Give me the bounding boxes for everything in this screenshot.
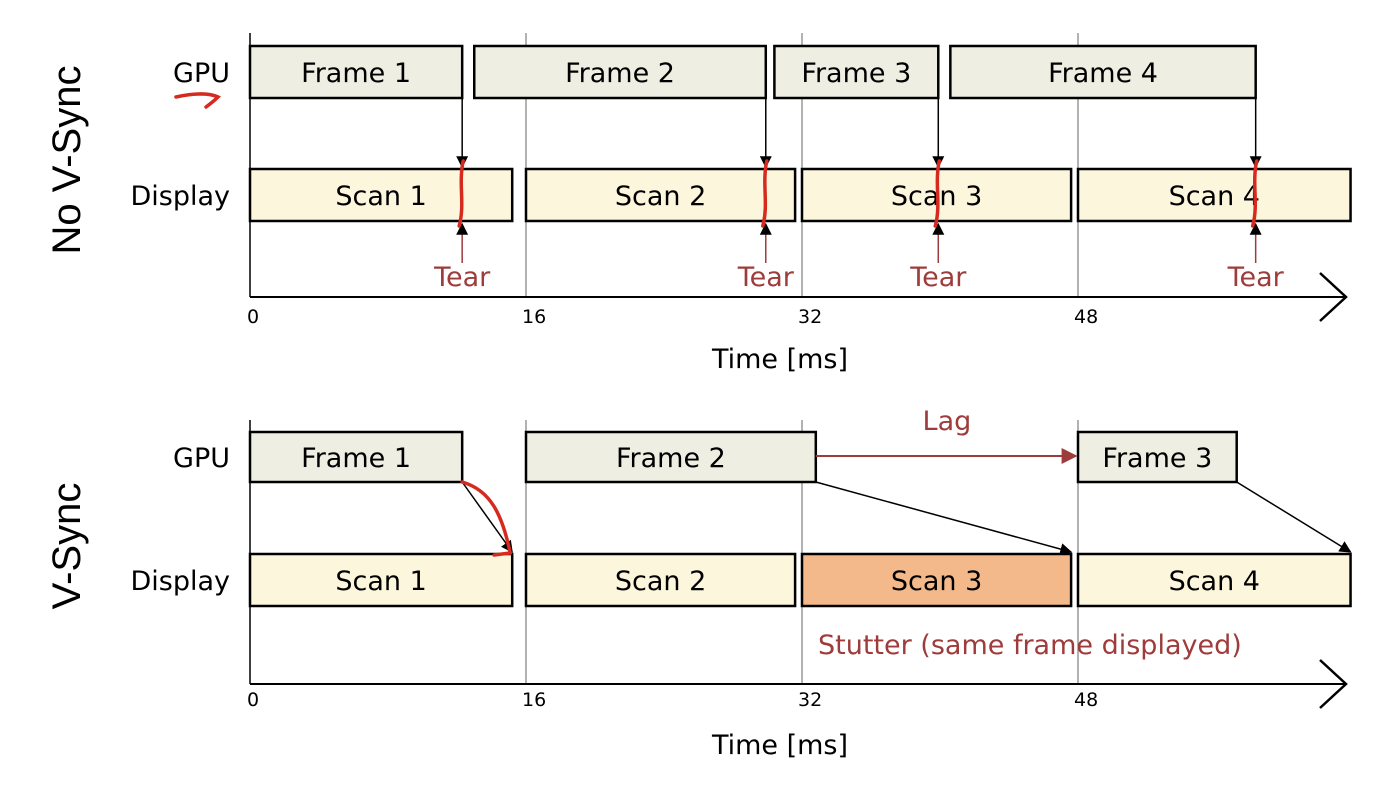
no-vsync-display-scan-label: Scan 4: [1169, 181, 1260, 212]
vsync-section-title: V-Sync: [45, 483, 89, 610]
no-vsync-gpu-frame-box: [949, 44, 1257, 100]
no-vsync-display-scan-box: [248, 167, 514, 223]
no-vsync-display-scan-box: [1076, 167, 1352, 223]
vsync-frame-to-scan-arrow: [1236, 481, 1352, 553]
vsync-display-row-label: Display: [130, 566, 230, 597]
vsync-tick-label: 48: [1074, 689, 1098, 711]
vsync-frame-to-scan-arrow: [815, 481, 1073, 555]
no-vsync-tear-label: Tear: [909, 262, 967, 293]
vsync-lag-label: Lag: [923, 406, 972, 437]
no-vsync-tear-pen-mark: [457, 159, 465, 228]
vsync-x-axis-arrowhead: [1319, 659, 1348, 709]
no-vsync-display-scan-label: Scan 2: [615, 181, 706, 212]
no-vsync-gpu-frame-label: Frame 4: [1048, 58, 1158, 89]
no-vsync-tick-label: 0: [247, 306, 259, 328]
vsync-display-scan-label: Scan 4: [1169, 566, 1260, 597]
vsync-tick-label: 32: [798, 689, 822, 711]
no-vsync-display-scan-label: Scan 1: [335, 181, 426, 212]
no-vsync-x-axis-arrowhead: [1319, 272, 1348, 322]
no-vsync-gpu-frame-box: [473, 44, 768, 100]
vsync-gpu-frame-box: [1076, 430, 1238, 484]
no-vsync-display-row-label: Display: [130, 181, 230, 212]
no-vsync-gpu-frame-box: [773, 44, 940, 100]
vsync-tick-label: 16: [522, 689, 546, 711]
timing-boxes: [248, 44, 1352, 608]
no-vsync-section-title: No V-Sync: [45, 66, 89, 255]
vsync-display-scan-label: Scan 2: [615, 566, 706, 597]
vsync-gpu-frame-box: [248, 430, 464, 484]
vsync-gpu-row-label: GPU: [173, 443, 230, 474]
no-vsync-tear-label: Tear: [1227, 262, 1285, 293]
vsync-gpu-frame-label: Frame 1: [301, 443, 411, 474]
vsync-display-scan-label: Scan 1: [335, 566, 426, 597]
no-vsync-gpu-frame-label: Frame 1: [301, 58, 411, 89]
no-vsync-tear-pen-mark: [1250, 159, 1259, 228]
timing-arrows: [456, 98, 1352, 555]
no-vsync-tear-label: Tear: [433, 262, 491, 293]
vsync-gpu-frame-box: [524, 430, 818, 484]
no-vsync-gpu-frame-label: Frame 3: [801, 58, 911, 89]
grid-lines: [249, 33, 1348, 709]
vsync-display-scan-box: [800, 552, 1073, 608]
no-vsync-axis-title: Time [ms]: [711, 344, 848, 375]
vsync-display-scan-box: [1076, 552, 1352, 608]
vsync-display-scan-box: [524, 552, 797, 608]
no-vsync-gpu-row-label: GPU: [173, 58, 230, 89]
pen-squiggle: [174, 92, 221, 109]
no-vsync-tear-label: Tear: [737, 262, 795, 293]
vsync-pen-mark-frame1: [460, 480, 512, 557]
vsync-axis-title: Time [ms]: [711, 730, 848, 761]
no-vsync-tear-pen-mark: [761, 159, 769, 228]
no-vsync-tear-pen-mark: [933, 159, 942, 228]
vsync-tick-label: 0: [247, 689, 259, 711]
vsync-display-scan-label: Scan 3: [891, 566, 982, 597]
vsync-gpu-frame-label: Frame 2: [616, 443, 726, 474]
no-vsync-tick-label: 48: [1074, 306, 1098, 328]
no-vsync-gpu-frame-box: [248, 44, 464, 100]
no-vsync-tick-label: 16: [522, 306, 546, 328]
pen-annotations: [174, 92, 1259, 557]
no-vsync-display-scan-box: [524, 167, 797, 223]
vsync-display-scan-box: [248, 552, 514, 608]
no-vsync-tick-label: 32: [798, 306, 822, 328]
no-vsync-gpu-frame-label: Frame 2: [565, 58, 675, 89]
vsync-frame-to-scan-arrow: [461, 481, 513, 553]
vsync-stutter-label: Stutter (same frame displayed): [818, 630, 1242, 661]
vsync-gpu-frame-label: Frame 3: [1102, 443, 1212, 474]
